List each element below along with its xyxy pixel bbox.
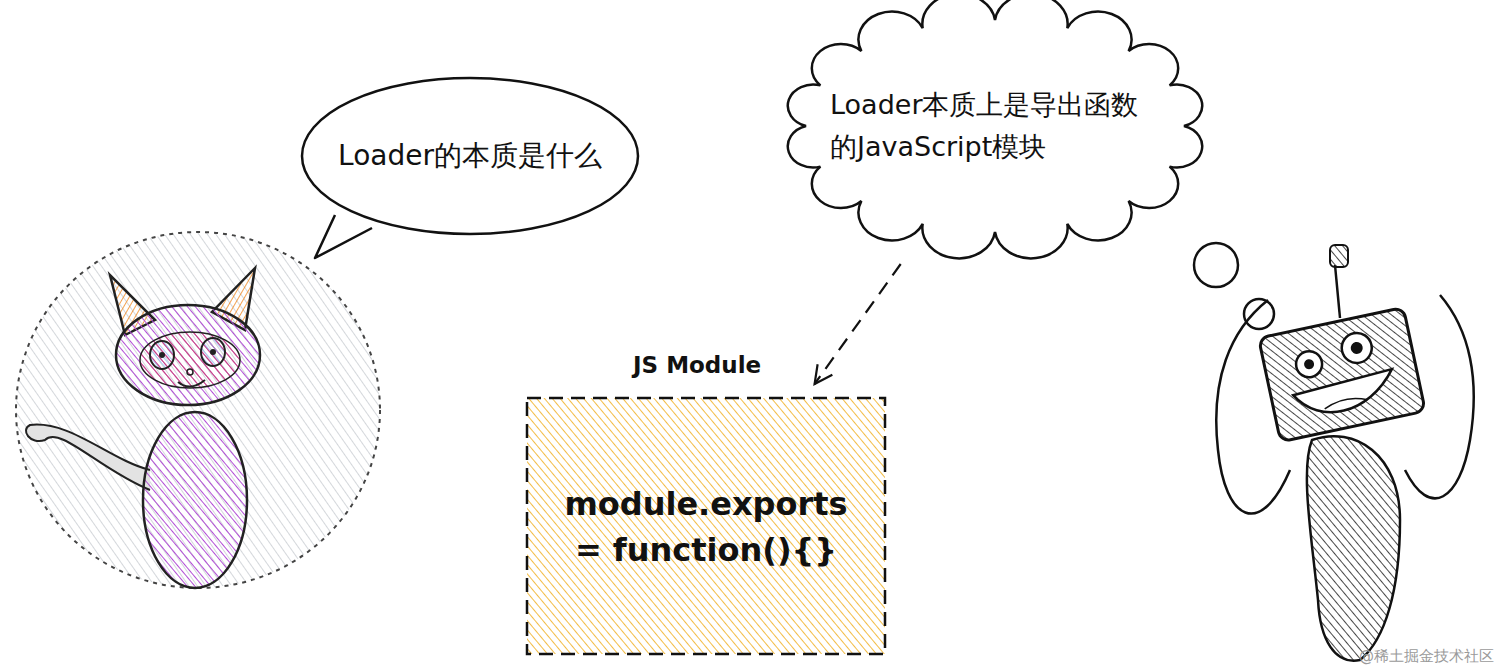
node-heading: JS Module: [633, 352, 761, 378]
node-text: Loader的本质是什么: [325, 137, 615, 175]
node-text: Loader本质上是导出函数的JavaScript模块: [830, 84, 1145, 168]
thought-cloud-outline: [790, 4, 1200, 248]
js-module-box: JS Module module.exports = function(){}: [525, 348, 887, 656]
node-text: module.exports = function(){}: [546, 481, 866, 574]
thought-cloud: Loader本质上是导出函数的JavaScript模块: [790, 4, 1200, 248]
speech-bubble: Loader的本质是什么: [300, 76, 640, 236]
dashed-arrow: [815, 264, 901, 384]
watermark: @稀土掘金技术社区: [1359, 647, 1494, 665]
watermark-holder: @稀土掘金技术社区: [1359, 647, 1494, 666]
